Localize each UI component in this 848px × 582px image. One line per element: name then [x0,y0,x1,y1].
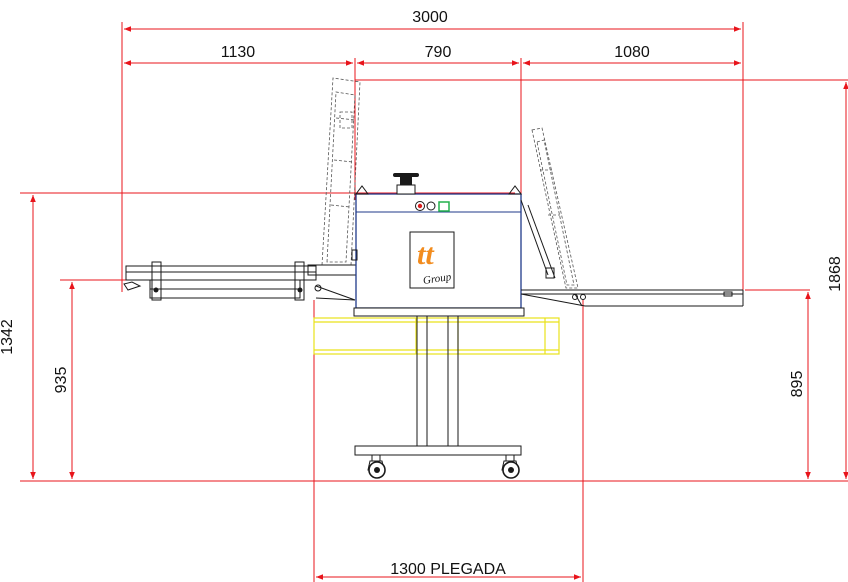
pedestal-stand [354,315,522,456]
label-right-feed-height: 895 [789,371,806,398]
label-overall-width: 3000 [412,9,448,26]
handwheel-icon [393,173,419,195]
svg-text:tt: tt [417,238,435,271]
label-folded-width: 1300 PLEGADA [390,561,506,578]
machine-outline: tt Group [123,77,744,479]
label-right-section: 1080 [614,44,650,61]
label-left-section: 1130 [221,44,256,61]
caster-right [501,454,520,479]
caster-left [367,454,386,479]
dimension-labels: 3000 1130 790 1080 1342 935 895 1868 130… [0,9,844,578]
label-total-height: 1868 [827,256,844,292]
indicator-light-icon [438,201,450,212]
left-conveyor [123,261,357,301]
label-center-section: 790 [425,44,452,61]
selector-knob-icon [426,201,436,211]
left-folded-arm [321,77,361,266]
svg-text:Group: Group [422,271,452,287]
machine-base-plate [353,307,525,317]
right-conveyor [520,199,744,307]
dimension-lines [20,22,848,582]
machine-body: tt Group [351,173,525,317]
right-folded-arm [531,127,579,289]
tt-group-logo: tt Group [409,231,455,289]
support-crossbeam [313,317,560,355]
label-table-height: 1342 [0,319,16,355]
label-left-feed-height: 935 [53,367,70,394]
